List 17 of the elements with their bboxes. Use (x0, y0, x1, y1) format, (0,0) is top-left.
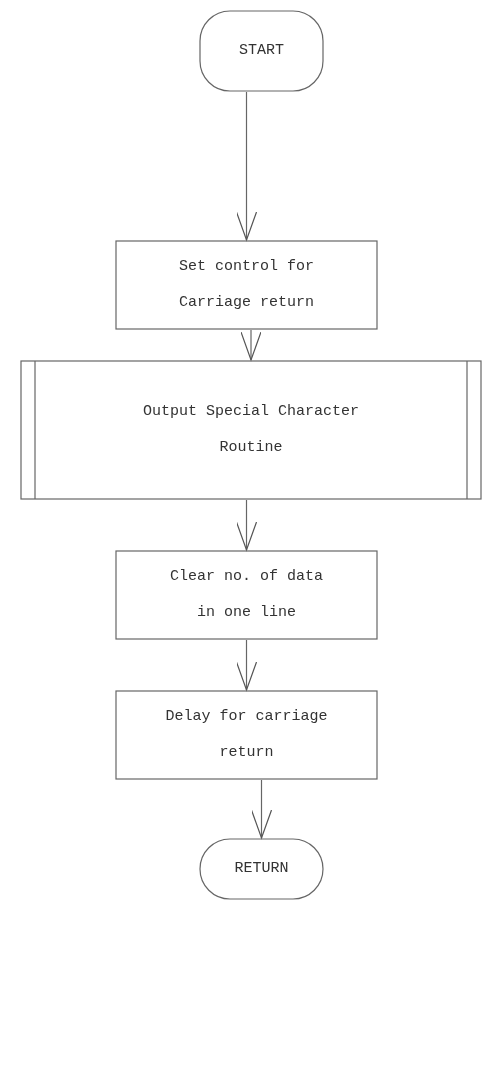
box-label: Clear no. of data in one line (169, 567, 324, 623)
arrow (240, 329, 262, 361)
box-label: Set control for Carriage return (178, 257, 315, 313)
predefined-process-box (20, 360, 482, 500)
box-label: Output Special Character Routine (141, 402, 360, 458)
terminal-box (199, 10, 324, 92)
process-box (115, 550, 378, 640)
box-label: Delay for carriage return (164, 707, 329, 763)
arrow (235, 499, 258, 551)
terminal-box (199, 838, 324, 900)
box-label: RETURN (234, 859, 289, 879)
arrow (235, 639, 258, 691)
box-label: START (239, 41, 284, 61)
arrow (235, 91, 258, 241)
arrow (250, 779, 273, 839)
process-box (115, 690, 378, 780)
process-box (115, 240, 378, 330)
